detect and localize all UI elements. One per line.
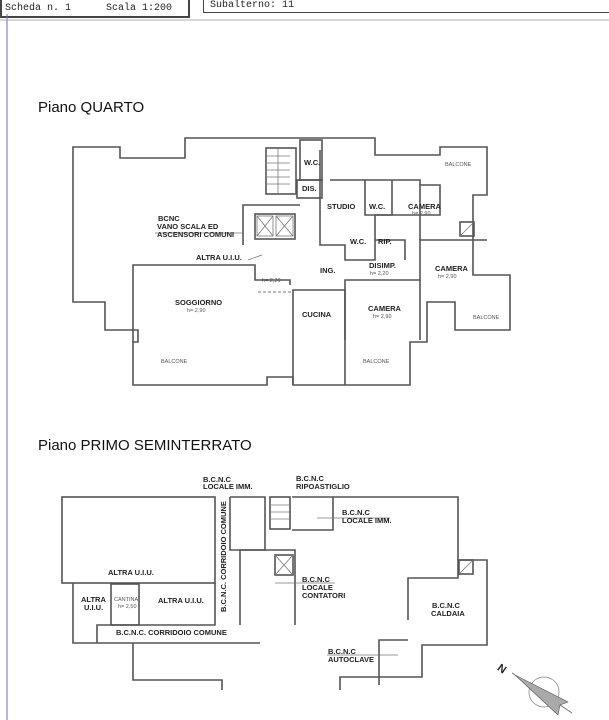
wall — [292, 289, 346, 385]
plan-title-seminterrato: Piano PRIMO SEMINTERRATO — [38, 437, 252, 454]
building-outline — [72, 137, 511, 386]
wall — [339, 559, 488, 690]
label-height: h= 2,90 — [187, 308, 206, 314]
label-locale-imm: LOCALE IMM. — [203, 482, 253, 491]
label-ing: ING. — [320, 266, 335, 275]
label-bcnc: B.C.N.C — [342, 508, 371, 517]
cadastral-info-box: Subalterno: 11 — [203, 0, 609, 13]
label-height: h= 2,90 — [438, 274, 457, 280]
north-label: N — [495, 662, 508, 676]
label-balcone: BALCONE — [473, 315, 500, 321]
label-wc: W.C. — [369, 202, 385, 211]
stair-treads — [266, 148, 290, 194]
label-autoclave: AUTOCLAVE — [328, 655, 374, 664]
sheet-number: Scheda n. 1 — [5, 3, 72, 14]
elevator — [274, 554, 294, 576]
label-height: h= 2,90 — [412, 211, 431, 217]
label-camera: CAMERA — [408, 202, 441, 211]
label-balcone: BALCONE — [363, 359, 390, 365]
label-bcnc: B.C.N.C — [203, 475, 232, 484]
label-bcnc: BCNC — [158, 214, 180, 223]
elevator-cross-icon — [256, 215, 294, 237]
label-bcnc: B.C.N.C — [296, 474, 325, 483]
cantina-room — [110, 583, 140, 626]
shaft — [459, 221, 475, 237]
wall — [132, 264, 291, 342]
plan-seminterrato-drawing: B.C.N.C LOCALE IMM. B.C.N.C RIPOASTIGLIO… — [61, 474, 488, 690]
label-locale: LOCALE — [302, 583, 333, 592]
label-caldaia: CALDAIA — [431, 609, 465, 618]
label-corridoio-comune: B.C.N.C. CORRIDOIO COMUNE — [219, 501, 228, 612]
label-studio: STUDIO — [327, 202, 356, 211]
label-cantina: CANTINA — [114, 597, 138, 603]
wall — [344, 239, 487, 340]
label-altra-uiu: ALTRA U.I.U. — [108, 568, 154, 577]
label-height: h= 2,20 — [370, 271, 389, 277]
label-wc: W.C. — [350, 237, 366, 246]
label-balcone: BALCONE — [445, 162, 472, 168]
label-height: h= 2,90 — [373, 314, 392, 320]
wall — [239, 549, 296, 625]
wall — [96, 583, 216, 643]
label-soggiorno: SOGGIORNO — [175, 298, 222, 307]
stairs — [269, 496, 291, 530]
label-altra-uiu: U.I.U. — [84, 603, 103, 612]
label-camera: CAMERA — [368, 304, 401, 313]
label-rip: RIP. — [378, 237, 392, 246]
wall — [229, 496, 266, 551]
sheet-info-box: Scheda n. 1 Scala 1:200 — [0, 0, 190, 18]
north-arrow-icon: N — [495, 662, 573, 716]
wall — [333, 496, 459, 560]
label-camera: CAMERA — [435, 264, 468, 273]
label-ascensori: ASCENSORI COMUNI — [157, 230, 234, 239]
label-altra-uiu: ALTRA U.I.U. — [196, 253, 242, 262]
label-locale-imm: LOCALE IMM. — [342, 516, 392, 525]
label-ripostiglio: RIPOASTIGLIO — [296, 482, 350, 491]
dis-room — [296, 179, 323, 199]
scale: Scala 1:200 — [106, 3, 173, 14]
label-contatori: CONTATORI — [302, 591, 345, 600]
label-bcnc: B.C.N.C — [328, 647, 357, 656]
stair-treads — [270, 504, 290, 520]
label-balcone: BALCONE — [161, 359, 188, 365]
label-wc: W.C. — [304, 158, 320, 167]
altra-uiu-block — [61, 496, 216, 584]
elevators — [254, 213, 296, 240]
label-disimp: DISIMP. — [369, 261, 396, 270]
label-vano-scala: VANO SCALA ED — [157, 222, 219, 231]
wall — [330, 179, 421, 240]
label-altra-uiu: ALTRA U.I.U. — [158, 596, 204, 605]
subalterno: Subalterno: 11 — [210, 0, 295, 11]
wall — [378, 639, 408, 685]
wall — [364, 180, 393, 216]
label-corridoio-comune: B.C.N.C. CORRIDOIO COMUNE — [116, 628, 227, 637]
label-bcnc: B.C.N.C — [302, 575, 331, 584]
wall — [319, 150, 441, 261]
wall — [375, 239, 406, 260]
elevator-cross-icon — [274, 554, 294, 576]
wall — [242, 204, 300, 245]
wall — [72, 583, 260, 644]
label-dis: DIS. — [302, 184, 317, 193]
label-height: h= 2,20 — [262, 278, 281, 284]
plan-title-quarto: Piano QUARTO — [38, 99, 145, 116]
wall — [292, 496, 334, 531]
stairs — [265, 147, 297, 195]
plan-quarto-drawing: BALCONE W.C. DIS. STUDIO W.C. CAMERA h= … — [72, 137, 511, 386]
label-cucina: CUCINA — [302, 310, 332, 319]
shaft — [458, 559, 474, 575]
label-bcnc: B.C.N.C — [432, 601, 461, 610]
label-altra-uiu: ALTRA — [81, 595, 106, 604]
wall — [132, 643, 223, 690]
label-height: h= 2,50 — [118, 604, 137, 610]
